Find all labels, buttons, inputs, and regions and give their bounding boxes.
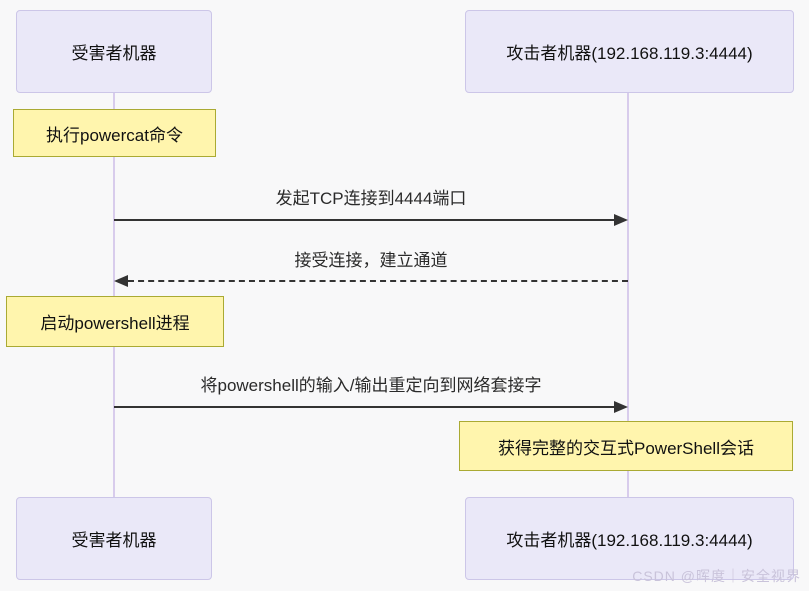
participant-victim-top: 受害者机器: [16, 10, 212, 93]
message-2-line: [128, 280, 628, 282]
message-1-label: 发起TCP连接到4444端口: [275, 189, 467, 208]
note-run-powercat-label: 执行powercat命令: [46, 125, 183, 145]
participant-victim-label: 受害者机器: [71, 531, 157, 550]
note-start-powershell: 启动powershell进程: [6, 296, 224, 347]
participant-attacker-bottom: 攻击者机器(192.168.119.3:4444): [465, 497, 794, 580]
arrowhead-right-icon: [614, 214, 628, 226]
participant-attacker-label: 攻击者机器(192.168.119.3:4444): [506, 531, 753, 550]
arrowhead-left-icon: [114, 275, 128, 287]
lifeline-attacker: [627, 93, 629, 497]
participant-attacker-label: 攻击者机器(192.168.119.3:4444): [506, 44, 753, 63]
note-run-powercat: 执行powercat命令: [13, 109, 216, 157]
participant-victim-bottom: 受害者机器: [16, 497, 212, 580]
message-3-line: [114, 406, 615, 408]
csdn-watermark: CSDN @晖度｜安全视界: [632, 568, 801, 584]
lifeline-victim: [113, 93, 115, 497]
note-start-powershell-label: 启动powershell进程: [40, 314, 190, 333]
note-interactive-session-label: 获得完整的交互式PowerShell会话: [498, 438, 754, 458]
participant-attacker-top: 攻击者机器(192.168.119.3:4444): [465, 10, 794, 93]
message-1-line: [114, 219, 615, 221]
participant-victim-label: 受害者机器: [71, 44, 157, 63]
message-2-label: 接受连接，建立通道: [294, 251, 448, 270]
arrowhead-right-icon: [614, 401, 628, 413]
note-interactive-session: 获得完整的交互式PowerShell会话: [459, 421, 793, 471]
message-3-label: 将powershell的输入/输出重定向到网络套接字: [200, 376, 542, 395]
